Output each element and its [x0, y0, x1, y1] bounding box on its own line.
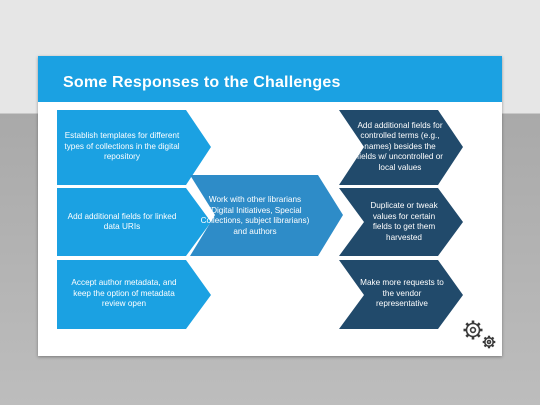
left-chevron-1 — [57, 110, 211, 185]
right-chevron-2 — [339, 188, 463, 256]
left-chevron-3 — [57, 260, 211, 329]
left-step-3-label: Accept author metadata, and keep the opt… — [71, 278, 177, 309]
right-chevron-3 — [339, 260, 463, 329]
gears-icon — [463, 320, 496, 349]
left-chevron-2 — [57, 188, 211, 256]
right-step-1-label: Add additional fields for controlled ter… — [356, 120, 443, 172]
center-chevron — [190, 175, 343, 256]
right-step-3-label: Make more requests to the vendor represe… — [360, 278, 444, 309]
slide-title: Some Responses to the Challenges — [63, 74, 341, 91]
right-step-2-label: Duplicate or tweak values for certain fi… — [370, 201, 438, 242]
left-step-2-label: Add additional fields for linked data UR… — [67, 211, 177, 232]
right-chevron-1 — [339, 110, 463, 185]
title-banner — [38, 56, 502, 102]
center-step-label: Work with other librarians (Digital Init… — [200, 195, 310, 236]
left-step-1-label: Establish templates for different types … — [64, 131, 180, 162]
